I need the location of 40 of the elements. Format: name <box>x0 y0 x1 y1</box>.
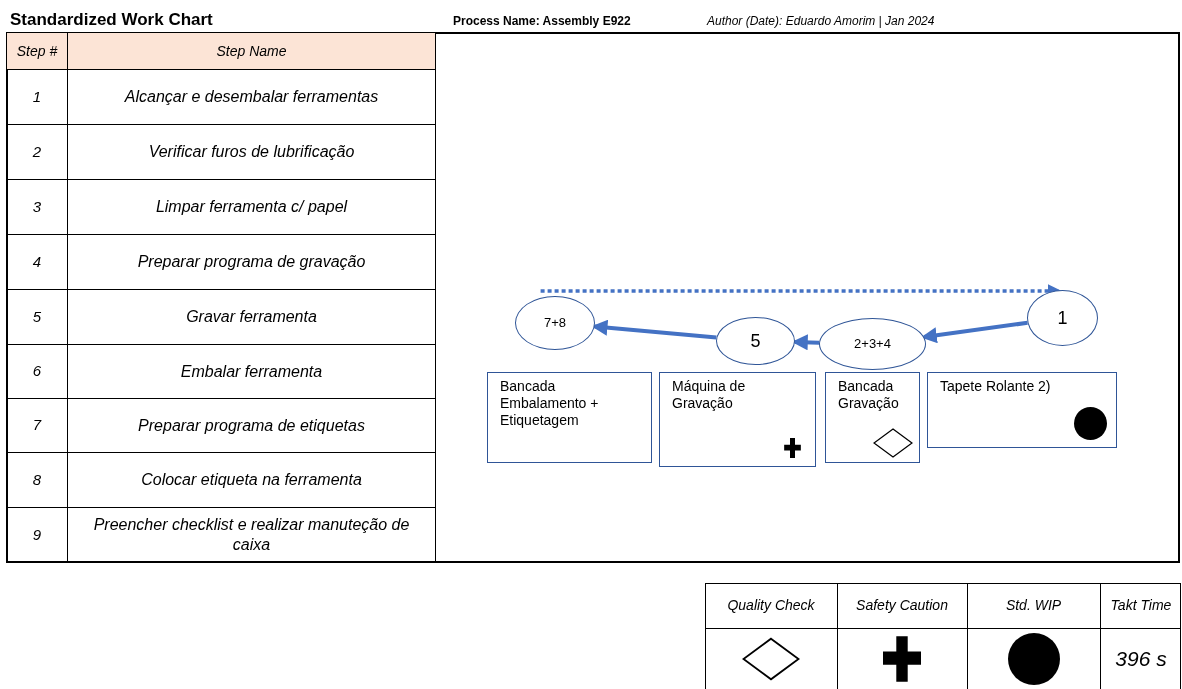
step-name-cell: Preencher checklist e realizar manuteção de caixa <box>68 508 436 563</box>
chart-title: Standardized Work Chart <box>10 9 213 31</box>
step-numbers: 5 <box>750 329 761 353</box>
takt-time-label: Takt Time <box>1109 596 1173 615</box>
step-number-cell: 8 <box>7 453 68 508</box>
workstation-box <box>487 372 652 463</box>
step-number-cell: 6 <box>7 345 68 399</box>
header-cell: Step # <box>7 33 68 70</box>
legend-label: Quality Check <box>726 596 816 615</box>
workstation-box <box>825 372 920 463</box>
step-name-cell: Preparar programa de gravação <box>68 235 436 290</box>
step-number-cell: 9 <box>7 508 68 563</box>
step-name-cell: Colocar etiqueta na ferramenta <box>68 453 436 508</box>
workstation-name: Tapete Rolante 2) <box>940 378 1052 395</box>
author-date: Author (Date): Eduardo Amorim | Jan 2024 <box>707 13 935 30</box>
step-number-cell: 5 <box>7 290 68 345</box>
step-number-cell: 7 <box>7 399 68 453</box>
step-name-cell: Embalar ferramenta <box>68 345 436 399</box>
legend-label: Std. WIP <box>1004 596 1063 615</box>
step-name-cell: Gravar ferramenta <box>68 290 436 345</box>
step-number-cell: 4 <box>7 235 68 290</box>
workstation-box <box>659 372 816 467</box>
step-name-cell: Alcançar e desembalar ferramentas <box>68 70 436 125</box>
step-numbers: 2+3+4 <box>854 335 891 354</box>
step-number-cell: 3 <box>7 180 68 235</box>
takt-time-value: 396 s <box>1114 645 1168 672</box>
step-number-cell: 2 <box>7 125 68 180</box>
process-name: Process Name: Assembly E922 <box>453 13 631 30</box>
workstation-name: Bancada Gravação <box>838 378 900 412</box>
step-name-cell: Limpar ferramenta c/ papel <box>68 180 436 235</box>
workstation-name: Máquina de Gravação <box>672 378 747 412</box>
workstation-box <box>927 372 1117 448</box>
legend-label: Safety Caution <box>855 596 949 615</box>
step-name-cell: Verificar furos de lubrificação <box>68 125 436 180</box>
step-numbers: 1 <box>1057 306 1068 330</box>
step-numbers: 7+8 <box>543 314 567 333</box>
header-cell: Step Name <box>68 33 436 70</box>
step-number-cell: 1 <box>7 70 68 125</box>
workstation-name: Bancada Embalamento + Etiquetagem <box>500 378 600 429</box>
step-name-cell: Preparar programa de etiquetas <box>68 399 436 453</box>
